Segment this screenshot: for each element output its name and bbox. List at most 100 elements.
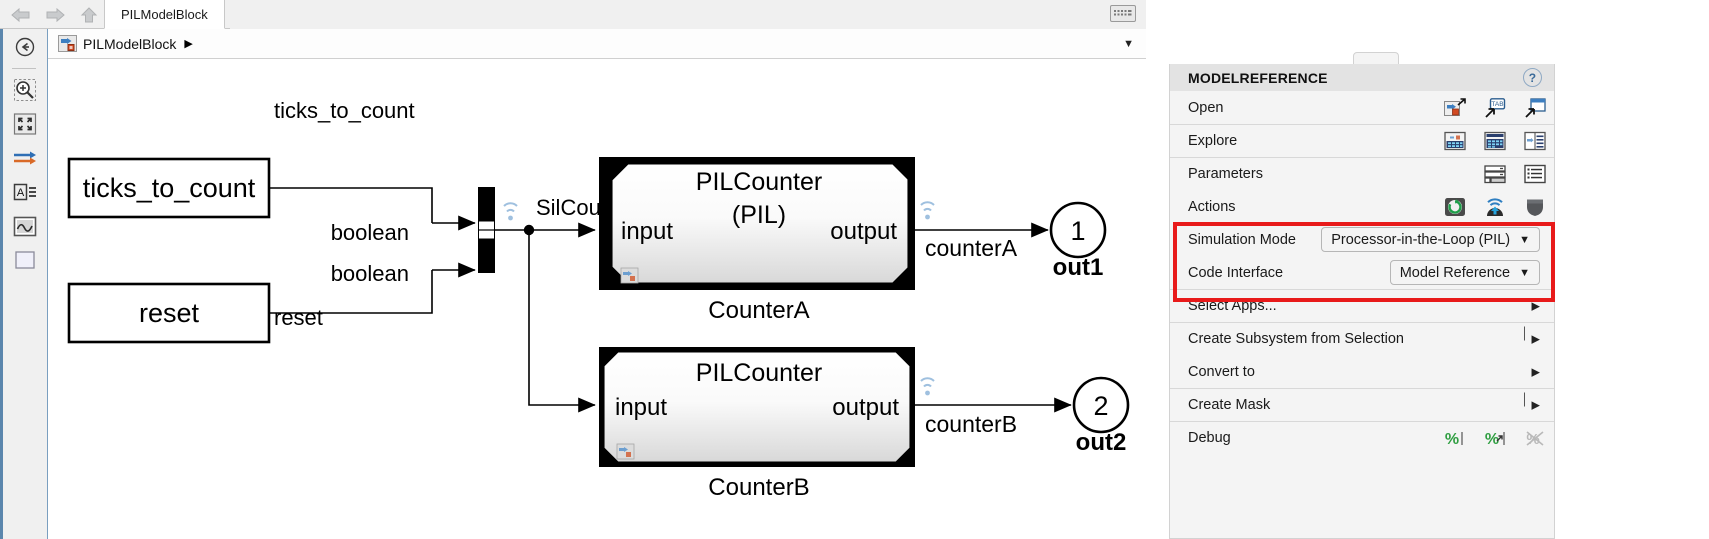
menu-item-parameters[interactable]: Parameters — [1170, 157, 1554, 190]
wire-branch-point — [523, 224, 535, 236]
percent-step-icon[interactable]: % — [1484, 428, 1506, 448]
protect-icon[interactable] — [1524, 197, 1546, 217]
refresh-icon[interactable] — [1444, 197, 1466, 217]
code-interface-label: Code Interface — [1188, 264, 1284, 281]
block-counterB-title-1: PILCounter — [696, 359, 822, 387]
open-in-tab-icon[interactable]: TAB — [1484, 97, 1506, 118]
menu-item-select-apps[interactable]: Select Apps... ▶ — [1170, 289, 1554, 322]
keyboard-icon[interactable] — [1110, 5, 1136, 22]
up-arrow-icon[interactable] — [76, 4, 102, 26]
toolbar-navigate-back[interactable] — [10, 32, 40, 62]
block-counterB[interactable]: PILCounter input output CounterB — [599, 347, 915, 501]
block-counterB-port-out: output — [832, 394, 899, 421]
submenu-arrow-icon[interactable]: ▶ — [1523, 326, 1540, 346]
block-diagram: ticks_to_count reset ticks_to_count bool… — [67, 98, 1130, 501]
menu-item-parameters-icons — [1444, 158, 1546, 190]
context-menu-modelreference: MODELREFERENCE ? Open — [1169, 52, 1555, 539]
toolbar-divider — [12, 68, 36, 69]
field-code-interface[interactable]: Code Interface Model Reference ▼ — [1170, 256, 1554, 289]
block-out1[interactable]: 1 out1 — [1049, 201, 1107, 281]
block-out1-label: out1 — [1053, 254, 1104, 281]
block-counterA-port-out: output — [830, 218, 897, 245]
toolbar-area[interactable] — [10, 245, 40, 275]
submenu-arrow-icon[interactable]: ▶ — [1531, 366, 1540, 378]
icon-spacer — [1444, 164, 1466, 184]
tab-label: PILModelBlock — [121, 6, 208, 22]
code-interface-value: Model Reference — [1399, 264, 1511, 281]
menu-item-create-mask-label: Create Mask — [1188, 397, 1271, 413]
block-mux[interactable] — [478, 187, 495, 273]
code-interface-dropdown[interactable]: Model Reference ▼ — [1389, 260, 1540, 285]
open-model-icon[interactable] — [1444, 97, 1466, 118]
menu-item-convert-to[interactable]: Convert to ▶ — [1170, 355, 1554, 388]
toolbar-scope[interactable] — [10, 211, 40, 241]
block-reset[interactable]: reset — [67, 282, 271, 344]
menu-item-debug[interactable]: Debug % % % — [1170, 421, 1554, 454]
block-counterB-port-in: input — [615, 394, 667, 421]
canvas-left-toolbar: A — [0, 29, 48, 539]
chevron-down-icon[interactable]: ▼ — [1123, 38, 1134, 50]
field-simulation-mode[interactable]: Simulation Mode Processor-in-the-Loop (P… — [1170, 223, 1554, 256]
breadcrumb-arrow-icon[interactable]: ▶ — [184, 38, 193, 50]
block-out2[interactable]: 2 out2 — [1072, 376, 1130, 456]
simulink-model-window: PILModelBlock — [0, 0, 1146, 539]
open-in-window-icon[interactable] — [1524, 97, 1546, 118]
menu-item-actions[interactable]: Actions — [1170, 190, 1554, 223]
forward-arrow-icon[interactable] — [42, 4, 68, 26]
menu-item-open[interactable]: Open TAB — [1170, 91, 1554, 124]
toolbar-signal-arrows[interactable] — [10, 143, 40, 173]
block-ticks-to-count[interactable]: ticks_to_count — [67, 157, 271, 219]
signal-viewer-badge-counterA — [920, 201, 935, 220]
block-out2-label: out2 — [1076, 429, 1127, 456]
simulation-mode-value: Processor-in-the-Loop (PIL) — [1331, 231, 1511, 248]
breadcrumb-label[interactable]: PILModelBlock — [83, 35, 177, 52]
toolbar-zoom-in[interactable] — [10, 75, 40, 105]
menu-item-create-mask[interactable]: Create Mask ▶ — [1170, 388, 1554, 421]
signal-viewer-badge-mux — [503, 202, 518, 221]
menu-item-debug-icons: % % % — [1444, 422, 1546, 454]
menu-item-create-subsystem-label: Create Subsystem from Selection — [1188, 331, 1404, 347]
menu-item-create-subsystem[interactable]: Create Subsystem from Selection ▶ — [1170, 322, 1554, 355]
context-menu-tab-notch — [1353, 52, 1399, 66]
menu-item-explore-label: Explore — [1188, 133, 1238, 149]
menu-item-actions-label: Actions — [1188, 198, 1236, 215]
menu-item-explore-icons — [1444, 125, 1546, 157]
svg-text:%: % — [1485, 431, 1499, 448]
explore-model-icon[interactable] — [1444, 131, 1466, 151]
back-arrow-icon[interactable] — [8, 4, 34, 26]
block-reset-label: reset — [139, 298, 200, 328]
parameters-list-icon[interactable] — [1524, 164, 1546, 184]
menu-item-open-label: Open — [1188, 99, 1224, 116]
parameters-panel-icon[interactable] — [1484, 164, 1506, 184]
deploy-icon[interactable] — [1484, 197, 1506, 217]
simulation-mode-dropdown[interactable]: Processor-in-the-Loop (PIL) ▼ — [1321, 227, 1540, 252]
block-parameters-list-icon[interactable] — [1524, 131, 1546, 151]
window-tabstrip: PILModelBlock — [0, 0, 1146, 29]
menu-item-explore[interactable]: Explore — [1170, 124, 1554, 157]
svg-text:%: % — [1445, 431, 1459, 448]
help-icon[interactable]: ? — [1523, 68, 1542, 87]
svg-text:TAB: TAB — [1491, 101, 1503, 108]
percent-green-icon[interactable]: % — [1444, 428, 1466, 448]
submenu-arrow-icon[interactable]: ▶ — [1531, 300, 1540, 313]
breadcrumb: PILModelBlock ▶ ▼ — [48, 29, 1146, 59]
block-counterA-title-2: (PIL) — [732, 201, 786, 229]
signal-label-boolean-top: boolean — [331, 220, 409, 245]
toolbar-fit-to-view[interactable] — [10, 109, 40, 139]
submenu-arrow-icon[interactable]: ▶ — [1523, 392, 1540, 412]
model-canvas[interactable]: ticks_to_count reset ticks_to_count bool… — [49, 60, 1146, 539]
chevron-down-icon: ▼ — [1519, 233, 1530, 246]
signal-label-counterB: counterB — [925, 411, 1017, 437]
chevron-down-icon: ▼ — [1519, 266, 1530, 279]
coverage-off-icon[interactable]: % — [1524, 428, 1546, 448]
block-counterA[interactable]: PILCounter (PIL) input output CounterA — [599, 157, 915, 324]
model-explorer-icon[interactable] — [1484, 131, 1506, 151]
block-counterA-port-in: input — [621, 218, 673, 245]
wire-reset-to-mux — [269, 270, 433, 314]
toolbar-annotation[interactable]: A — [10, 177, 40, 207]
tab-pilmodelblock[interactable]: PILModelBlock — [104, 0, 225, 29]
menu-item-debug-label: Debug — [1188, 430, 1231, 446]
signal-viewer-badge-counterB — [920, 377, 935, 396]
signal-label-counterA: counterA — [925, 235, 1018, 261]
